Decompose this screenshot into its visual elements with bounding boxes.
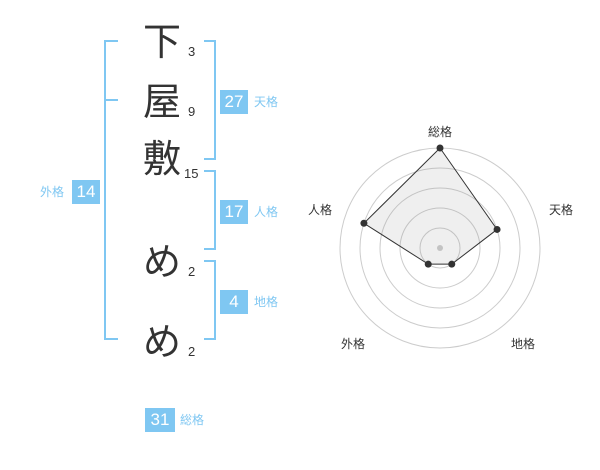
chikaku-bracket: [204, 260, 216, 340]
radar-axis-label-gaikaku: 外格: [341, 337, 366, 351]
tenkaku-value: 27: [220, 90, 248, 114]
name-char-3: 敷: [142, 137, 181, 181]
radar-axis-label-tenkaku: 天格: [549, 203, 574, 217]
chikaku-label: 地格: [254, 295, 279, 309]
gaikaku-bracket-tick: [104, 99, 118, 101]
jinkaku-label: 人格: [254, 205, 279, 219]
radar-point-5: [360, 219, 368, 227]
jinkaku-bracket: [204, 170, 216, 250]
radar-ring: [359, 167, 521, 329]
gaikaku-value: 14: [72, 180, 100, 204]
stroke-count-2: 9: [188, 104, 196, 119]
name-char-5: め: [142, 320, 181, 364]
gaikaku-bracket: [104, 40, 118, 340]
radar-ring: [419, 227, 461, 269]
name-char-4: め: [142, 240, 181, 284]
chikaku-value: 4: [220, 290, 248, 314]
radar-point-2: [493, 225, 501, 233]
name-char-2: 屋: [142, 80, 181, 124]
radar-ring: [379, 187, 501, 309]
radar-axis-label-chikaku: 地格: [511, 337, 536, 351]
radar-series-area: [363, 147, 498, 265]
stroke-count-4: 2: [188, 264, 196, 279]
radar-axis-label-soukaku: 総格: [428, 125, 453, 139]
soukaku-value: 31: [145, 408, 175, 432]
gaikaku-label: 外格: [40, 185, 65, 199]
radar-ring: [399, 207, 481, 289]
stroke-count-5: 2: [188, 344, 196, 359]
stroke-count-3: 15: [184, 166, 199, 181]
radar-point-4: [424, 260, 432, 268]
radar-center-dot: [437, 245, 443, 251]
tenkaku-bracket: [204, 40, 216, 160]
tenkaku-label: 天格: [254, 95, 279, 109]
radar-point-3: [448, 260, 456, 268]
radar-point-1: [436, 144, 444, 152]
soukaku-label: 総格: [180, 413, 205, 427]
stroke-count-1: 3: [188, 44, 196, 59]
radar-axis-label-jinkaku: 人格: [308, 203, 333, 217]
jinkaku-value: 17: [220, 200, 248, 224]
name-char-1: 下: [142, 20, 181, 64]
